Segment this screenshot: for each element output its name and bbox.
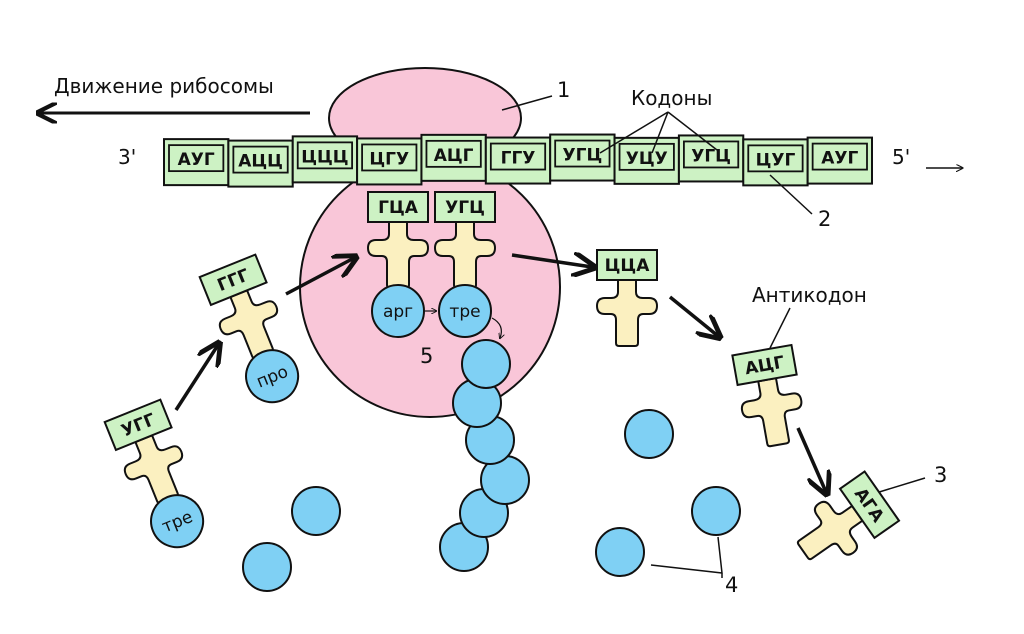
codons-label: Кодоны — [631, 86, 712, 110]
free-amino-acid — [624, 409, 674, 459]
mrna-codon-cell — [227, 139, 294, 188]
mrna-codon-cell — [806, 136, 873, 185]
arrow-incoming-2 — [285, 258, 354, 296]
amino-acid-label: арг — [383, 302, 413, 322]
number-3: 3 — [934, 463, 947, 487]
label-1: 1 — [501, 78, 570, 111]
diagram-title: Движение рибосомы — [54, 74, 274, 98]
trna-anticodon-box — [367, 191, 429, 223]
mrna-codon: АЦГ — [434, 146, 474, 166]
trna-anticodon: ЦЦА — [605, 256, 651, 276]
mrna-codon-box — [425, 139, 482, 168]
free-amino-acid — [595, 527, 645, 577]
trna-thr: УГЦ тре — [434, 191, 496, 338]
mrna-codon-box — [811, 142, 868, 171]
label-4: 4 — [650, 536, 738, 597]
trna-anticodon: УГЦ — [445, 198, 485, 218]
amino-acid — [150, 494, 205, 549]
label-2: 2 — [769, 174, 831, 231]
trna-anticodon-box — [198, 253, 268, 307]
mrna-codon: АУГ — [821, 149, 858, 169]
mrna-codon-cell — [163, 138, 230, 187]
mrna-codon-cell — [549, 133, 616, 182]
mrna-3-prime-label: 3' — [118, 145, 136, 169]
mrna-codon-box — [747, 144, 804, 173]
trna-leaving-3: АГА — [784, 470, 901, 577]
polypeptide-chain — [439, 339, 530, 572]
mrna-5-prime-label: 5' — [892, 145, 910, 169]
amino-acid-label: тре — [449, 302, 480, 322]
free-amino-acid — [242, 542, 292, 592]
ribosome-large-subunit — [299, 156, 561, 418]
anticodon-pointer — [769, 307, 791, 349]
trna-anticodon-box — [731, 343, 798, 387]
mrna-codon-cell — [677, 134, 745, 183]
free-amino-acid — [691, 486, 741, 536]
flow-arrows — [174, 255, 826, 492]
amino-acid — [245, 349, 300, 404]
free-amino-acid — [291, 486, 341, 536]
mrna-codon-box — [683, 140, 740, 169]
trna-anticodon-box — [838, 470, 901, 540]
mrna-codon-box — [361, 143, 418, 172]
mrna-codon: ГГУ — [501, 149, 536, 169]
amino-acid — [438, 284, 492, 338]
mrna-codon: АЦЦ — [238, 152, 283, 172]
mrna-codon-box — [618, 142, 675, 171]
mrna-strand: АУГ АЦЦ ЦЦЦ ЦГУ АЦГ ГГУ УГЦ УЦУ УГЦ ЦУГ АУГ — [163, 133, 873, 188]
mrna-codon-cell — [613, 136, 680, 185]
number-4: 4 — [725, 573, 738, 597]
anticodon-label: Антикодон — [752, 283, 867, 307]
mrna-codon: АУГ — [178, 150, 215, 170]
trna-leaving-1: ЦЦА — [596, 249, 658, 347]
mrna-codon: УГЦ — [563, 146, 603, 166]
arrow-leaving-1 — [511, 255, 592, 267]
trna-anticodon-box — [434, 191, 496, 223]
mrna-codon: ЦУГ — [756, 150, 796, 170]
arrow-leaving-3 — [796, 427, 826, 492]
mrna-codon: ЦЦЦ — [301, 147, 348, 167]
mrna-codon: УЦУ — [626, 149, 668, 169]
label-3: 3 — [875, 463, 947, 494]
mrna-codon-box — [168, 144, 225, 173]
arrow-leaving-2 — [668, 295, 718, 336]
mrna-codon-box — [489, 142, 547, 171]
mrna-codon-cell — [742, 138, 809, 187]
trna-arg: ГЦА арг — [367, 191, 429, 338]
mrna-codon-box — [554, 139, 611, 168]
arrow-incoming-1 — [174, 345, 218, 411]
ribosome-movement-label: Движение рибосомы — [40, 74, 310, 113]
mrna-codon-cell — [291, 135, 359, 184]
amino-acid — [371, 284, 425, 338]
trna-anticodon: ГЦА — [378, 198, 419, 218]
trna-anticodon-box — [103, 398, 173, 452]
free-amino-acids — [242, 409, 741, 592]
mrna-codon: УГЦ — [691, 146, 731, 166]
mrna-codon-cell — [484, 136, 552, 185]
trna-leaving-2: АЦГ — [731, 343, 810, 451]
number-1: 1 — [557, 78, 570, 102]
trna-incoming-thr: УГГ тре — [103, 398, 205, 549]
number-2: 2 — [818, 207, 831, 231]
codons-pointer-lines — [599, 111, 718, 154]
trna-anticodon-box — [596, 249, 658, 281]
mrna-codon-box — [232, 145, 289, 174]
chain-arrow — [491, 317, 501, 338]
number-5: 5 — [420, 344, 433, 368]
mrna-codon: ЦГУ — [369, 149, 409, 169]
trna-incoming-pro: ГГГ про — [198, 253, 300, 404]
mrna-codon-box — [296, 141, 353, 170]
